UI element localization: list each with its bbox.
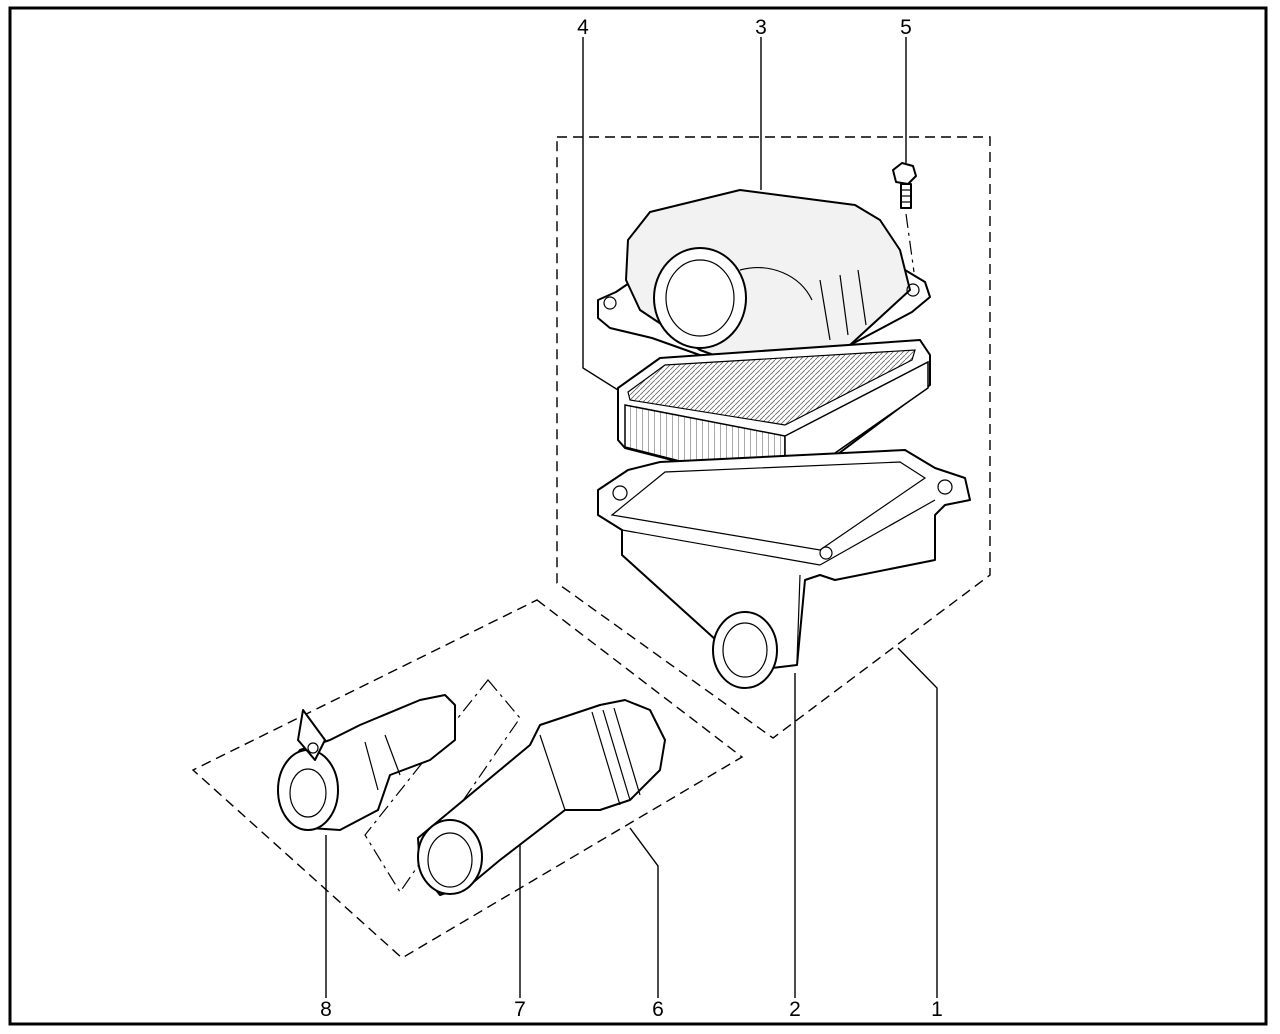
intake-duct-part xyxy=(417,699,666,896)
assembly-boundary-intake-duct xyxy=(191,599,744,959)
diagram-frame xyxy=(8,6,1268,1026)
leader-line-6 xyxy=(629,827,659,998)
leader-lines xyxy=(325,37,938,998)
callout-4: 4 xyxy=(577,16,589,39)
callout-7: 7 xyxy=(514,998,526,1021)
assembly-boundary-air-cleaner xyxy=(556,136,991,739)
callout-6: 6 xyxy=(652,998,664,1021)
air-cleaner-cover-part xyxy=(597,189,931,384)
bolt-part xyxy=(892,162,917,273)
callout-8: 8 xyxy=(320,998,332,1021)
leader-line-4 xyxy=(582,37,619,391)
callout-1: 1 xyxy=(931,998,943,1021)
callout-numbers: 1 2 3 4 5 6 7 8 xyxy=(320,16,943,1021)
resonator-part xyxy=(277,694,456,831)
callout-5: 5 xyxy=(900,16,912,39)
callout-2: 2 xyxy=(789,998,801,1021)
leader-line-1 xyxy=(897,647,938,998)
assembly-boundary-inner xyxy=(364,679,521,894)
air-cleaner-housing-part xyxy=(597,449,971,689)
callout-3: 3 xyxy=(755,16,767,39)
